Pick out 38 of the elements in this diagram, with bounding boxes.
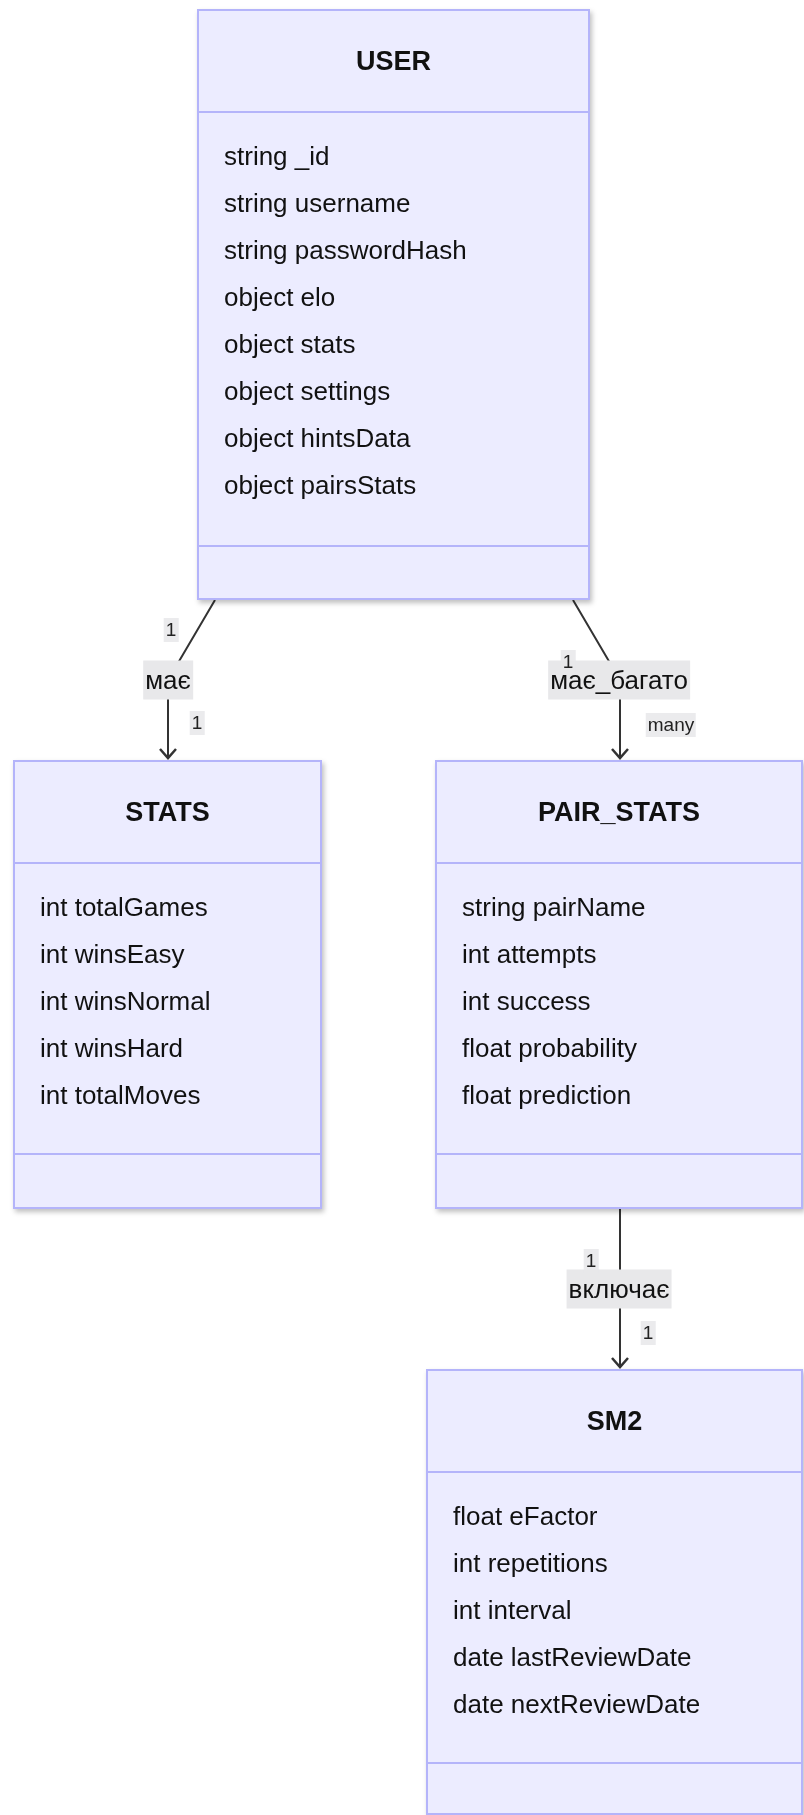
- attribute-text: date nextReviewDate: [453, 1688, 701, 1721]
- attribute-text: object settings: [224, 375, 391, 408]
- attribute-text: object hintsData: [224, 422, 411, 455]
- attribute-text: object pairsStats: [224, 469, 417, 502]
- attribute-text: object elo: [224, 281, 336, 314]
- multiplicity-label: 1: [163, 618, 179, 642]
- multiplicity-label: many: [645, 713, 697, 737]
- class-box: [435, 760, 803, 1209]
- attribute-text: string passwordHash: [224, 234, 467, 267]
- class-box: [197, 9, 590, 600]
- class-name: PAIR_STATS: [538, 796, 700, 828]
- attribute-text: int winsEasy: [40, 938, 185, 971]
- attribute-text: float probability: [462, 1032, 637, 1065]
- class-name: SM2: [586, 1405, 643, 1437]
- attribute-text: string pairName: [462, 891, 646, 924]
- multiplicity-label: 1: [189, 711, 205, 735]
- attribute-text: int totalMoves: [40, 1079, 201, 1112]
- class-name: USER: [356, 45, 431, 77]
- attribute-text: int attempts: [462, 938, 597, 971]
- edge-label: включає: [566, 1269, 672, 1309]
- attribute-text: string _id: [224, 140, 330, 173]
- class-name: STATS: [125, 796, 210, 828]
- attribute-text: int interval: [453, 1594, 572, 1627]
- class-box: [426, 1369, 803, 1815]
- attribute-text: float prediction: [462, 1079, 632, 1112]
- attribute-text: float eFactor: [453, 1500, 598, 1533]
- attribute-text: int repetitions: [453, 1547, 608, 1580]
- multiplicity-label: 1: [640, 1321, 656, 1345]
- attribute-text: int winsHard: [40, 1032, 184, 1065]
- attribute-text: date lastReviewDate: [453, 1641, 692, 1674]
- attribute-text: int totalGames: [40, 891, 208, 924]
- multiplicity-label: 1: [583, 1249, 599, 1273]
- attribute-text: int winsNormal: [40, 985, 211, 1018]
- class-box: [13, 760, 322, 1209]
- attribute-text: int success: [462, 985, 591, 1018]
- attribute-text: object stats: [224, 328, 356, 361]
- edge-label: має: [143, 660, 193, 700]
- attribute-text: string username: [224, 187, 411, 220]
